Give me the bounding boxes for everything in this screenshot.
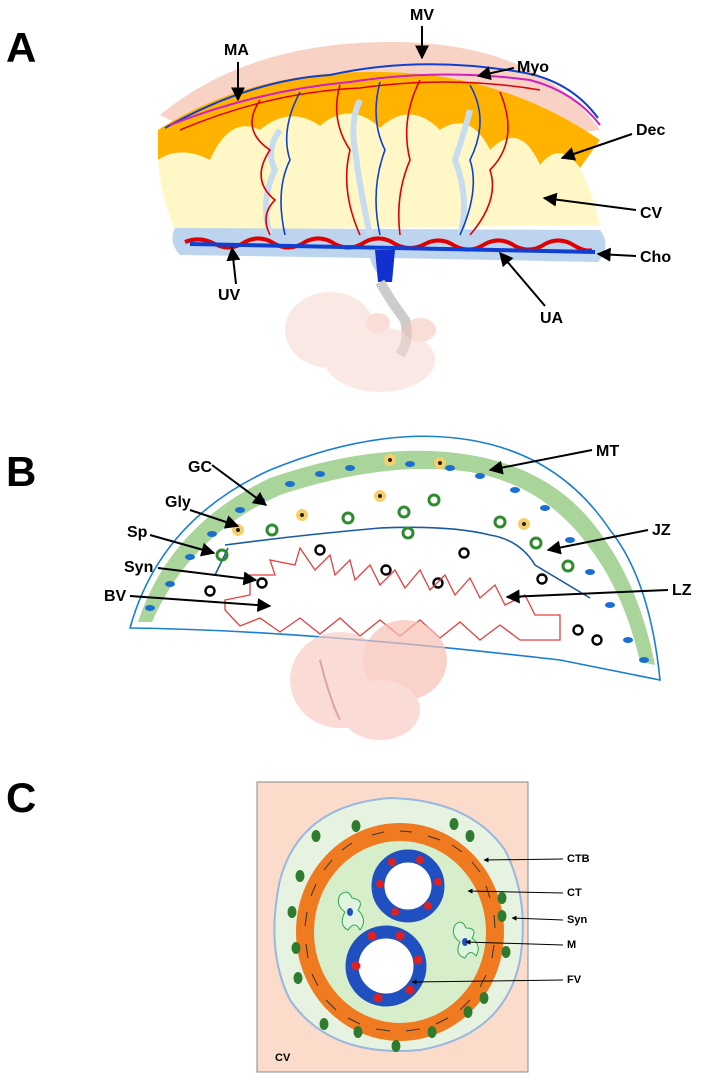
decidua-layer xyxy=(158,71,600,168)
label-uv: UV xyxy=(218,287,241,304)
label-m: M xyxy=(567,939,576,951)
label-sp: Sp xyxy=(127,524,148,541)
spongiotrophoblast-cells xyxy=(215,493,575,573)
label-ma: MA xyxy=(224,42,249,59)
panel-a-letter: A xyxy=(6,24,36,71)
myometrium-layer xyxy=(160,41,600,135)
umbilical-cord xyxy=(375,250,395,282)
label-syn-b: Syn xyxy=(124,559,153,576)
fetus-b xyxy=(290,620,447,740)
glycogen-cells xyxy=(232,454,530,536)
label-ua: UA xyxy=(540,310,564,327)
giant-cells xyxy=(145,461,649,663)
syncytial-nuclei xyxy=(287,818,511,1052)
fetus-a xyxy=(285,292,436,392)
label-cv-c: CV xyxy=(275,1052,291,1064)
label-lz: LZ xyxy=(672,582,692,599)
label-gly: Gly xyxy=(165,494,191,511)
fetal-vessel-upper xyxy=(371,849,445,923)
umbilical-vein xyxy=(189,242,596,254)
panel-a: A xyxy=(6,7,671,392)
maternal-artery xyxy=(169,73,601,126)
label-syn-c: Syn xyxy=(567,914,587,926)
umbilical-artery xyxy=(184,236,593,253)
panel-c: C xyxy=(6,774,590,1073)
panel-b-letter: B xyxy=(6,448,36,495)
maternal-artery-branch xyxy=(179,81,541,131)
label-mt: MT xyxy=(596,443,619,460)
syncytiotrophoblast-cells xyxy=(204,544,603,646)
label-cho: Cho xyxy=(640,249,671,266)
label-dec: Dec xyxy=(636,122,665,139)
junctional-zone-line xyxy=(224,526,591,599)
label-myo: Myo xyxy=(517,59,549,76)
panel-b: B xyxy=(6,435,692,740)
fetal-vessel-lower xyxy=(345,925,427,1007)
spiral-vessels xyxy=(251,79,509,236)
label-ct: CT xyxy=(567,887,582,899)
label-cv: CV xyxy=(640,205,663,222)
label-fv: FV xyxy=(567,974,582,986)
label-gc: GC xyxy=(188,459,212,476)
label-bv: BV xyxy=(104,588,127,605)
panel-c-letter: C xyxy=(6,774,36,821)
label-jz: JZ xyxy=(652,522,671,539)
labyrinth-blood-vessels xyxy=(224,546,561,641)
label-mv: MV xyxy=(410,7,434,24)
label-ctb: CTB xyxy=(567,853,590,865)
